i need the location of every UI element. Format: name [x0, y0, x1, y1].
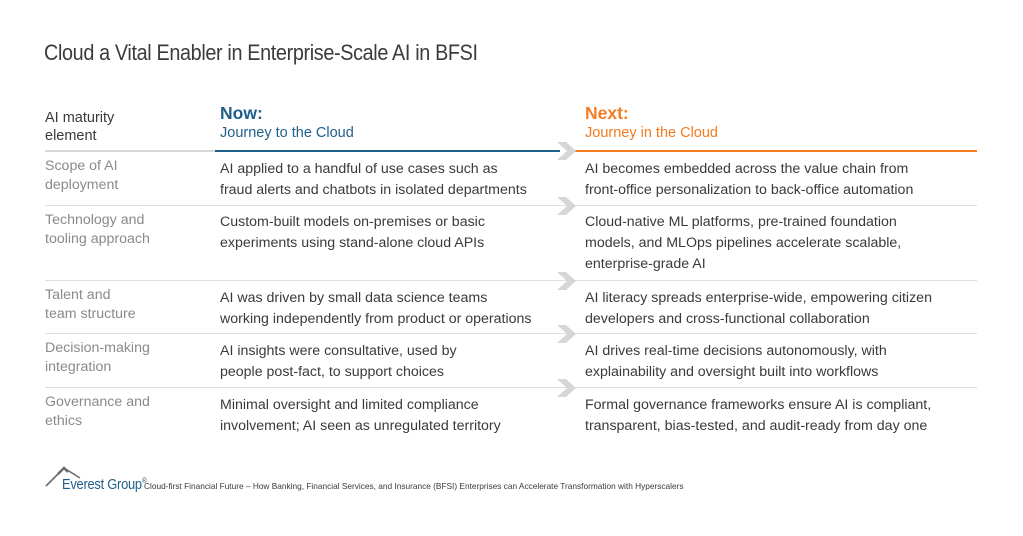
- row-divider: [45, 205, 977, 206]
- row-now-scope: AI applied to a handful of use cases suc…: [220, 159, 560, 201]
- cell-line: Custom-built models on-premises or basic: [220, 214, 485, 230]
- cell-line: AI becomes embedded across the value cha…: [585, 161, 909, 177]
- header-divider-grey: [45, 150, 215, 152]
- row-label-line: tooling approach: [45, 230, 150, 247]
- header-label-line: element: [45, 128, 97, 144]
- row-label-governance: Governance and ethics: [45, 393, 205, 430]
- row-divider: [45, 280, 977, 281]
- cell-line: AI drives real-time decisions autonomous…: [585, 343, 887, 359]
- row-label-decision: Decision-making integration: [45, 339, 205, 376]
- cell-line: explainability and oversight built into …: [585, 364, 879, 380]
- column-header-element: AI maturity element: [45, 109, 195, 145]
- cell-line: experiments using stand-alone cloud APIs: [220, 235, 485, 251]
- now-heading: Now:: [220, 103, 263, 123]
- row-label-line: ethics: [45, 412, 83, 429]
- row-now-technology: Custom-built models on-premises or basic…: [220, 212, 560, 254]
- now-subheading: Journey to the Cloud: [220, 125, 354, 141]
- next-subheading: Journey in the Cloud: [585, 125, 718, 141]
- row-divider: [45, 333, 977, 334]
- row-label-line: Decision-making: [45, 340, 150, 356]
- row-label-line: integration: [45, 358, 112, 375]
- cell-line: developers and cross-functional collabor…: [585, 311, 870, 327]
- row-label-line: Governance and: [45, 394, 150, 410]
- cell-line: Formal governance frameworks ensure AI i…: [585, 397, 932, 413]
- row-label-technology: Technology and tooling approach: [45, 211, 205, 248]
- everest-group-logo: Everest Group®: [62, 476, 147, 493]
- chevron-right-icon: [557, 379, 576, 397]
- page-title: Cloud a Vital Enabler in Enterprise-Scal…: [44, 40, 478, 65]
- chevron-right-icon: [557, 325, 576, 343]
- cell-line: AI literacy spreads enterprise-wide, emp…: [585, 290, 932, 306]
- row-next-governance: Formal governance frameworks ensure AI i…: [585, 395, 980, 437]
- row-label-line: deployment: [45, 176, 119, 193]
- header-divider-next: [575, 150, 977, 152]
- row-label-line: Technology and: [45, 212, 145, 228]
- row-label-talent: Talent and team structure: [45, 286, 205, 323]
- registered-mark: ®: [141, 476, 147, 485]
- row-label-scope: Scope of AI deployment: [45, 157, 205, 194]
- row-next-scope: AI becomes embedded across the value cha…: [585, 159, 980, 201]
- cell-line: people post-fact, to support choices: [220, 364, 444, 380]
- row-now-talent: AI was driven by small data science team…: [220, 288, 560, 330]
- header-label-line: AI maturity: [45, 110, 115, 126]
- cell-line: AI insights were consultative, used by: [220, 343, 457, 359]
- cell-line: AI applied to a handful of use cases suc…: [220, 161, 498, 177]
- cell-line: involvement; AI seen as unregulated terr…: [220, 418, 501, 434]
- chevron-right-icon: [557, 272, 576, 290]
- logo-text: Everest Group: [62, 476, 142, 493]
- cell-line: front-office personalization to back-off…: [585, 182, 914, 198]
- cell-line: models, and MLOps pipelines accelerate s…: [585, 235, 902, 251]
- row-label-line: Talent and: [45, 287, 111, 303]
- column-header-next: Next: Journey in the Cloud: [585, 103, 718, 143]
- row-next-technology: Cloud-native ML platforms, pre-trained f…: [585, 212, 980, 275]
- header-divider-now: [215, 150, 560, 152]
- chevron-right-icon: [557, 197, 576, 215]
- source-citation: Cloud-first Financial Future – How Banki…: [144, 481, 684, 491]
- cell-line: transparent, bias-tested, and audit-read…: [585, 418, 928, 434]
- row-next-decision: AI drives real-time decisions autonomous…: [585, 341, 980, 383]
- row-now-governance: Minimal oversight and limited compliance…: [220, 395, 560, 437]
- cell-line: working independently from product or op…: [220, 311, 532, 327]
- cell-line: Cloud-native ML platforms, pre-trained f…: [585, 214, 897, 230]
- column-header-now: Now: Journey to the Cloud: [220, 103, 354, 143]
- row-label-line: Scope of AI: [45, 158, 118, 174]
- row-next-talent: AI literacy spreads enterprise-wide, emp…: [585, 288, 980, 330]
- next-heading: Next:: [585, 103, 629, 123]
- footer: Everest Group® Cloud-first Financial Fut…: [44, 464, 944, 494]
- row-divider: [45, 387, 977, 388]
- cell-line: Minimal oversight and limited compliance: [220, 397, 479, 413]
- row-now-decision: AI insights were consultative, used by p…: [220, 341, 560, 383]
- mountain-logo-icon: [45, 466, 81, 487]
- cell-line: fraud alerts and chatbots in isolated de…: [220, 182, 527, 198]
- row-label-line: team structure: [45, 305, 136, 322]
- chevron-right-icon: [557, 142, 576, 160]
- cell-line: AI was driven by small data science team…: [220, 290, 488, 306]
- cell-line: enterprise-grade AI: [585, 256, 706, 272]
